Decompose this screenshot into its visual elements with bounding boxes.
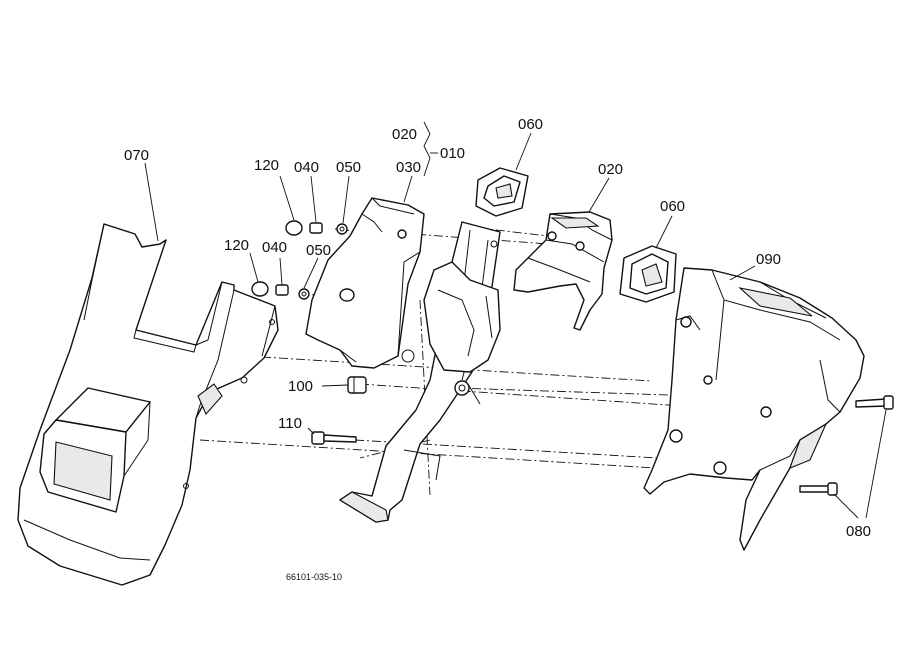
label-090: 090 [756, 251, 781, 268]
drawing-code: 66101-035-10 [286, 572, 342, 582]
part-020-lever-housing [513, 211, 613, 331]
leader-lines [144, 121, 887, 519]
part-070-column-cover [17, 223, 279, 586]
part-060-lower-boot [619, 245, 677, 303]
label-120-top: 120 [254, 157, 279, 174]
label-080: 080 [846, 523, 871, 540]
part-090-right-housing [643, 267, 865, 551]
label-100: 100 [288, 378, 313, 395]
steering-bracket-assembly [338, 221, 501, 523]
label-030: 030 [396, 159, 421, 176]
label-070: 070 [124, 147, 149, 164]
label-040-top: 040 [294, 159, 319, 176]
label-020-top: 020 [392, 126, 417, 143]
label-060-top: 060 [518, 116, 543, 133]
label-020-right: 020 [598, 161, 623, 178]
label-110: 110 [278, 415, 302, 432]
part-080-bolts [799, 395, 894, 496]
label-010: 010 [440, 145, 465, 162]
label-060-right: 060 [660, 198, 685, 215]
hardware-group-top [285, 220, 348, 236]
part-060-upper-boot [475, 167, 529, 217]
part-labels: 070 120 040 050 020 030 010 060 020 060 … [124, 116, 871, 540]
label-120-lower: 120 [224, 237, 249, 254]
label-040-lower: 040 [262, 239, 287, 256]
part-110-bolt [311, 431, 357, 445]
label-050-top: 050 [336, 159, 361, 176]
hardware-group-lower [251, 281, 355, 302]
part-100-bushing [347, 376, 367, 394]
label-050-lower: 050 [306, 242, 331, 259]
part-030-upper-cover [305, 197, 425, 369]
